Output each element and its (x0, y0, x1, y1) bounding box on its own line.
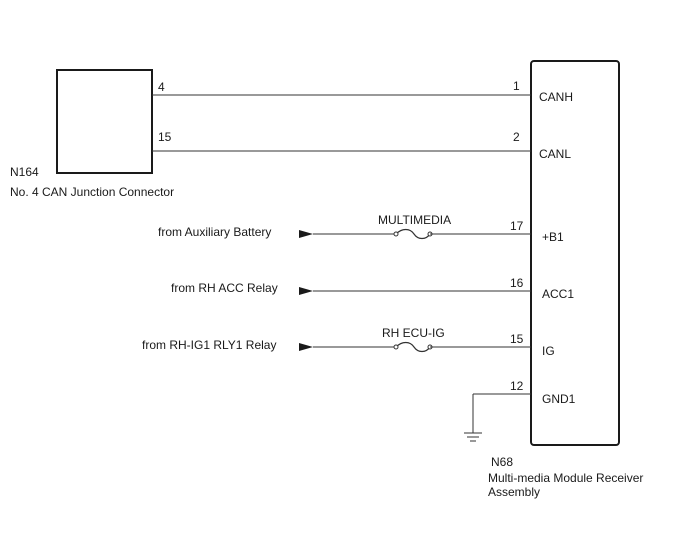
terminal-16-pin: 16 (510, 276, 524, 290)
arrow-acc (299, 287, 313, 295)
n164-pin-15: 15 (158, 130, 172, 144)
source-acc-label: from RH ACC Relay (171, 281, 278, 295)
n68-name-line1: Multi-media Module Receiver (488, 471, 643, 485)
terminal-17-pin: 17 (510, 219, 524, 233)
terminal-2-pin: 2 (513, 130, 520, 144)
terminal-12-pin: 12 (510, 379, 524, 393)
fuse-ecu-ig-left-node (393, 344, 399, 350)
fuse-ecu-ig-label: RH ECU-IG (382, 326, 445, 340)
terminal-gnd1-name: GND1 (542, 392, 576, 406)
terminal-canl-name: CANL (539, 147, 571, 161)
n68-receiver-box (530, 60, 620, 446)
fuse-ecu-ig-icon (395, 341, 431, 353)
terminal-b1-name: +B1 (542, 230, 564, 244)
terminal-1-pin: 1 (513, 79, 520, 93)
n164-connector-box (56, 69, 153, 174)
terminal-15-pin: 15 (510, 332, 524, 346)
ground-icon (464, 432, 482, 442)
fuse-multimedia-label: MULTIMEDIA (378, 213, 451, 227)
n164-pin-4: 4 (158, 80, 165, 94)
arrow-ig (299, 343, 313, 351)
source-battery-label: from Auxiliary Battery (158, 225, 271, 239)
source-ig-label: from RH-IG1 RLY1 Relay (142, 338, 276, 352)
terminal-canh-name: CANH (539, 90, 573, 104)
n164-code-label: N164 (10, 165, 39, 179)
n164-name-label: No. 4 CAN Junction Connector (10, 185, 174, 199)
fuse-multimedia-icon (395, 228, 431, 240)
n68-name-line2: Assembly (488, 485, 540, 499)
fuse-multimedia-left-node (393, 231, 399, 237)
terminal-ig-name: IG (542, 344, 555, 358)
arrow-battery (299, 230, 313, 238)
terminal-acc1-name: ACC1 (542, 287, 574, 301)
n68-code-label: N68 (491, 455, 513, 469)
